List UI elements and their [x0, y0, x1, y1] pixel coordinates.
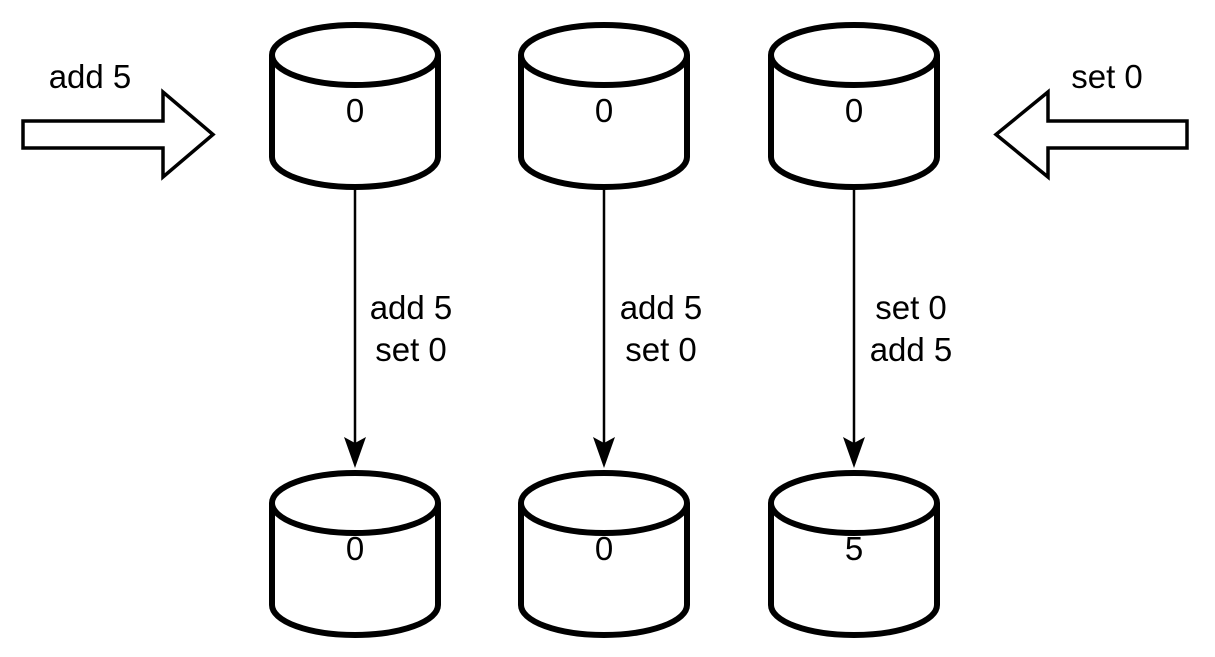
right-arrow-label: set 0 — [1071, 58, 1143, 95]
replica-1-final-value: 0 — [345, 530, 365, 567]
replica-2-before-db-cylinder-icon — [518, 22, 690, 190]
replica-2-initial-value: 0 — [594, 92, 614, 129]
operation-label-line: add 5 — [369, 289, 453, 326]
replica-2-arrow — [593, 190, 615, 468]
replica-3-after-db-cylinder-icon — [768, 470, 940, 638]
arrowhead-down-icon — [593, 437, 615, 468]
replica-1-after-db-cylinder-icon — [269, 470, 441, 638]
replica-2-operations-label: add 5 set 0 — [611, 287, 711, 371]
replica-1-operations-label: add 5 set 0 — [361, 287, 461, 371]
replica-2-after-db-cylinder-icon — [518, 470, 690, 638]
replica-3-final-value: 5 — [844, 530, 864, 567]
operation-label-line: set 0 — [875, 289, 947, 326]
left-arrow-label: add 5 — [48, 58, 132, 95]
operation-label-line: add 5 — [619, 289, 703, 326]
arrowhead-down-icon — [843, 437, 865, 468]
replica-2-final-value: 0 — [594, 530, 614, 567]
operation-label-line: set 0 — [375, 331, 447, 368]
replica-3-arrow — [843, 190, 865, 468]
operation-label-line: set 0 — [625, 331, 697, 368]
replica-1-initial-value: 0 — [345, 92, 365, 129]
arrowhead-down-icon — [344, 437, 366, 468]
incoming-operation-arrow-right-icon — [21, 88, 216, 181]
replica-3-before-db-cylinder-icon — [768, 22, 940, 190]
replica-1-arrow — [344, 190, 366, 468]
replica-1-before-db-cylinder-icon — [269, 22, 441, 190]
operation-label-line: add 5 — [869, 331, 953, 368]
incoming-operation-arrow-left-icon — [993, 88, 1189, 181]
replica-3-operations-label: set 0 add 5 — [861, 287, 961, 371]
replica-3-initial-value: 0 — [844, 92, 864, 129]
